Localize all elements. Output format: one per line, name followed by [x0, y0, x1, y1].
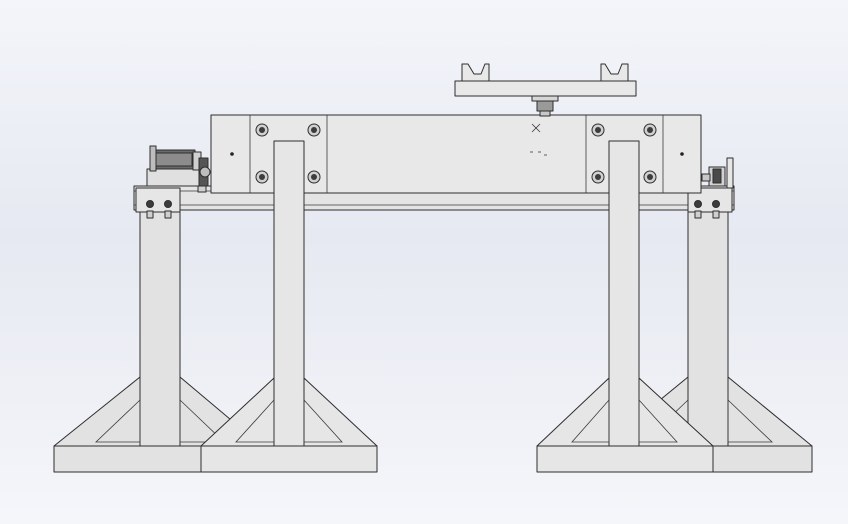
mounting-bolt: [712, 200, 720, 208]
mounting-bolt: [307, 170, 321, 184]
mounting-bolt: [643, 170, 657, 184]
top-carrier-plate: [454, 63, 637, 117]
mounting-bolt: [591, 123, 605, 137]
mounting-bolt: [164, 200, 172, 208]
mounting-bolt: [146, 200, 154, 208]
mounting-bolt: [255, 123, 269, 137]
mounting-bolt: [307, 123, 321, 137]
mounting-bolt: [694, 200, 702, 208]
left-end-bracket: [135, 187, 181, 219]
drive-motor: [146, 145, 211, 193]
mounting-bolt: [591, 170, 605, 184]
left-inner-stand: [200, 140, 378, 473]
limit-sensor: [701, 157, 734, 189]
right-inner-stand: [536, 140, 714, 473]
mounting-bolt: [255, 170, 269, 184]
right-end-bracket: [687, 187, 733, 219]
housing-bolts: [255, 123, 657, 184]
mounting-bolt: [643, 123, 657, 137]
center-mark: [530, 123, 547, 156]
